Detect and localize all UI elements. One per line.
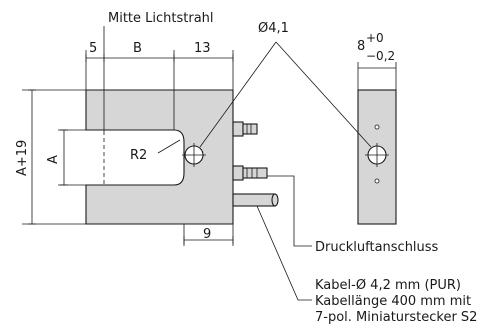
label-druckluftanschluss: Druckluftanschluss [315, 240, 439, 255]
dim-9: 9 [203, 227, 211, 242]
tol-base-8: 8 [357, 39, 365, 54]
dimensions [22, 26, 397, 301]
dim-a-plus-19: A+19 [15, 140, 30, 176]
dim-r2: R2 [130, 148, 147, 163]
label-kabel-line3: 7-pol. Miniaturstecker S2 [315, 310, 477, 325]
dim-5: 5 [89, 41, 97, 56]
side-small-hole-bottom [374, 178, 380, 184]
pneumatic-fitting-upper [232, 121, 258, 137]
side-view [357, 89, 397, 225]
dim-13: 13 [194, 41, 211, 56]
front-view [85, 89, 279, 225]
pneumatic-fitting-lower [232, 165, 268, 181]
dim-a: A [46, 155, 61, 164]
tol-upper: +0 [366, 31, 384, 45]
label-kabel-line1: Kabel-Ø 4,2 mm (PUR) [315, 278, 461, 293]
side-small-hole-top [374, 124, 380, 130]
tol-lower: −0,2 [366, 49, 395, 63]
fork-body [85, 89, 234, 225]
dim-b: B [133, 41, 142, 56]
label-kabel-line2: Kabellänge 400 mm mit [315, 294, 471, 309]
label-mitte-lichtstrahl: Mitte Lichtstrahl [108, 11, 214, 26]
dim-diameter-4-1: Ø4,1 [258, 21, 289, 36]
cable [232, 193, 279, 207]
